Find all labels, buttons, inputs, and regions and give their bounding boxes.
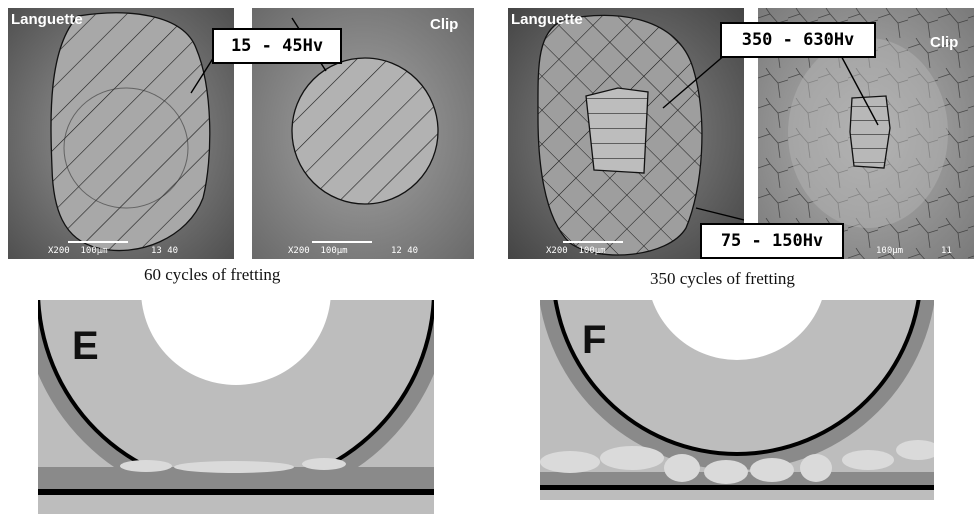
schematic-f-drawing <box>540 300 934 500</box>
schematic-e: E <box>38 300 434 514</box>
sem-panel-350-cycles: Languette X200 100µm <box>508 8 974 308</box>
scale-bar-text: 100µm 11 <box>876 246 952 256</box>
sem-image-languette-350: Languette X200 100µm <box>508 8 744 259</box>
caption-350-cycles: 350 cycles of fretting <box>650 269 795 288</box>
caption-60-cycles: 60 cycles of fretting <box>144 265 281 284</box>
scale-bar-text: X200 100µm 13 40 <box>48 246 179 256</box>
schematic-f: F <box>540 300 934 500</box>
scale-bar-text: X200 100µm <box>546 246 606 256</box>
sem-image-languette-60: Languette X200 100µm 13 40 <box>8 8 234 259</box>
sem-texture-languette-350 <box>508 8 744 259</box>
sem-image-clip-60: Clip X200 100µm 12 40 <box>252 8 474 259</box>
languette-label: Languette <box>511 11 583 28</box>
sem-panel-60-cycles: Languette X200 100µm 13 40 Clip X <box>8 8 474 308</box>
schematic-letter-f: F <box>582 318 607 362</box>
schematic-e-drawing <box>38 300 434 514</box>
languette-label: Languette <box>11 11 83 28</box>
clip-label: Clip <box>930 34 959 51</box>
hardness-callout-high: 350 - 630Hv <box>720 22 876 58</box>
schematic-letter-e: E <box>72 324 99 368</box>
scale-bar-text: X200 100µm 12 40 <box>288 246 419 256</box>
sem-texture-clip-60 <box>252 8 474 259</box>
clip-label: Clip <box>430 16 459 33</box>
sem-texture-languette-60 <box>8 8 234 259</box>
hardness-callout: 15 - 45Hv <box>212 28 342 64</box>
hardness-callout-low: 75 - 150Hv <box>700 223 844 259</box>
